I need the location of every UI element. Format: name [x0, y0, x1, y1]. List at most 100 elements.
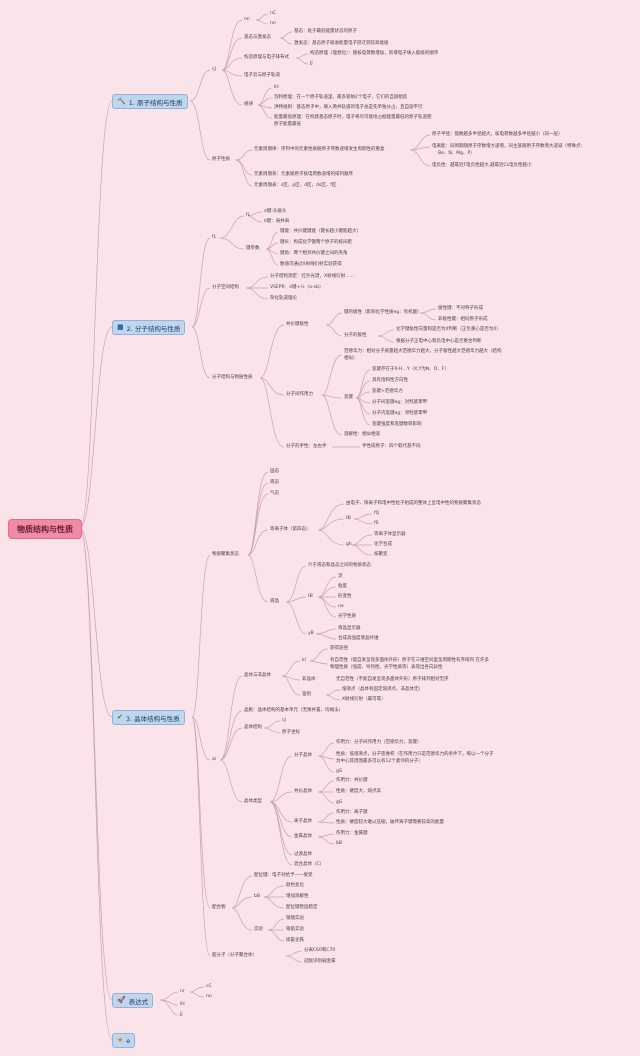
node[interactable]: 由电子、阳离子和电中性粒子组成的整体上呈电中性的物质聚集状态 — [346, 501, 481, 506]
node[interactable]: 原子坐标 — [282, 730, 300, 735]
node[interactable]: 混合晶体（C） — [294, 862, 325, 867]
node[interactable]: 构造原理（理想化）：随核电荷数增加，新增电子填入能级的顺序 — [310, 51, 439, 56]
node[interactable]: 作用力：金属键 — [336, 831, 368, 836]
node[interactable]: nn — [244, 17, 250, 22]
node[interactable]: 形变性 — [338, 594, 352, 599]
node[interactable]: 银氨实验 — [286, 927, 304, 932]
node[interactable]: 分子空间结构 — [212, 285, 239, 290]
node[interactable]: 手性碳原子：四个取代基不同 — [362, 444, 421, 449]
node[interactable]: 熔沸点（晶体有固定熔沸点，非晶体无） — [342, 687, 423, 692]
node[interactable]: nr — [180, 989, 185, 994]
node[interactable]: Jj — [180, 1012, 183, 1017]
node[interactable]: 银镜实验 — [286, 916, 304, 921]
node[interactable]: 流 — [338, 574, 343, 579]
node[interactable]: 电负性：越靠近F电负性越大,越靠近Cs电负性越小 — [432, 163, 532, 168]
branch-expression[interactable]: 🚀 表达式 — [112, 993, 154, 1008]
branch-e[interactable]: ★ e — [112, 1033, 136, 1048]
node[interactable]: tB — [346, 516, 351, 521]
node[interactable]: 元素周期表：s区，p区，d区，ds区，f区 — [254, 183, 337, 188]
node[interactable]: 鉴别 — [302, 692, 311, 697]
node[interactable]: 元素周期律：序列中的元素性质随原子序数递增发生周期性的重复 — [254, 147, 385, 152]
node[interactable]: 洪特规则：基态原子中，填入简并轨道的电子总是先单独分占，且自旋平行 — [274, 105, 423, 110]
node[interactable]: 氢键强度和氢键数目影响 — [372, 422, 422, 427]
node[interactable]: 化学键极性向量和是否为0判断（正负重心是否为0） — [396, 327, 501, 332]
node[interactable]: 键角：两个相邻共价键之间的夹角 — [280, 251, 348, 256]
node[interactable]: gG — [336, 800, 343, 805]
node[interactable]: 键长：构成化学键两个原子的核间距 — [280, 240, 352, 245]
node[interactable]: 氢键存在于X-H…Y（X,Y为N、O、F） — [372, 367, 449, 372]
node[interactable]: 极性键：不对称子形成 — [438, 306, 483, 311]
node[interactable]: cC — [206, 984, 212, 989]
node[interactable]: 金属晶体 — [294, 834, 312, 839]
node[interactable]: 物理性质（强度、导热性、光学性质等）表现出各向异性 — [330, 665, 443, 670]
node[interactable]: 获得途径 — [330, 646, 348, 651]
branch-molecular-structure[interactable]: ■ 2. 分子结构与性质 — [112, 320, 186, 335]
node[interactable]: 基态与激发态 — [244, 35, 271, 40]
root-topic[interactable]: 物质结构与性质 — [8, 519, 82, 539]
node[interactable]: 配位键：电子对给予——接受 — [254, 873, 313, 878]
node[interactable]: 气态 — [270, 491, 279, 496]
node[interactable]: 共价晶体 — [294, 789, 312, 794]
node[interactable]: 氢键 — [344, 395, 353, 400]
node[interactable]: 超分子（分子聚合体） — [212, 953, 257, 958]
node[interactable]: X射线衍射（最可靠） — [342, 697, 386, 702]
node[interactable]: yB — [308, 631, 314, 636]
node[interactable]: 晶体类型 — [244, 799, 262, 804]
branch-atomic-structure[interactable]: 🔨 1. 原子结构与性质 — [112, 94, 188, 109]
node[interactable]: 相似） — [344, 356, 358, 361]
node[interactable]: 分子结构与物质性质 — [212, 375, 253, 380]
node[interactable]: 范德华力：相对分子质量越大范德华力越大，分子极性越大范德华力越大（结构 — [344, 349, 502, 354]
node[interactable]: 合成高强度液晶纤维 — [338, 636, 379, 641]
node[interactable]: kl — [302, 658, 306, 663]
node[interactable]: 根据分子正电中心和负电中心是否重合判断 — [396, 339, 482, 344]
node[interactable]: π键：肩并肩 — [264, 219, 290, 224]
node[interactable]: 性质：低熔沸点，分子密堆积（在作用力只是范德华力的条件下，每以一个分子 — [336, 752, 494, 757]
node[interactable]: 溶解性：相似相溶 — [344, 432, 380, 437]
node[interactable]: 分子结构测定：红外光谱，X射线衍射…… — [270, 274, 355, 279]
node[interactable]: 键参数 — [246, 246, 260, 251]
node[interactable]: 性质：硬度较大难以压缩，破坏离子键需要较高的能量 — [336, 820, 444, 825]
node[interactable]: 过渡晶体 — [294, 852, 312, 857]
node[interactable]: 为中心其周围最多可以有12个紧邻的分子） — [336, 759, 423, 764]
node[interactable]: 作用力：共价键 — [336, 778, 368, 783]
node[interactable]: 非极性键：相同原子形成 — [438, 317, 488, 322]
node[interactable]: 晶胞：晶体结构的基本单元（无隙并置，均摊法） — [244, 708, 343, 713]
node[interactable]: 分子晶体 — [294, 753, 312, 758]
node[interactable]: 键的极性（影响化学性质eg：有机酸） — [344, 310, 422, 315]
node[interactable]: 实验 — [254, 927, 263, 932]
node[interactable]: fL — [212, 235, 217, 240]
node[interactable]: nn — [270, 21, 276, 26]
node[interactable]: 数值可通过X射线衍射实验获得 — [280, 262, 342, 267]
node[interactable]: 原子能量最低 — [274, 122, 301, 127]
node[interactable]: 元素周期系：元素随原子核电荷数递增的排列顺序 — [254, 172, 353, 177]
node[interactable]: 液晶显示器 — [338, 626, 361, 631]
node[interactable]: 化学合成 — [374, 542, 392, 547]
node[interactable]: 作用力：离子键 — [336, 810, 368, 815]
node[interactable]: 核聚变 — [374, 552, 388, 557]
node[interactable]: 作用力：分子间作用力（范德华力，氢键） — [336, 740, 422, 745]
node[interactable]: bB — [254, 894, 260, 899]
node[interactable]: cJ — [212, 67, 216, 72]
node[interactable]: 冠醚识别碱金属 — [304, 959, 336, 964]
node[interactable]: 硫氰化铁 — [286, 938, 304, 943]
node[interactable]: fS — [374, 521, 379, 526]
node[interactable]: 键能：共价键键能（键长越小键能越大） — [280, 229, 361, 234]
node[interactable]: 物质聚集状态 — [212, 552, 239, 557]
node[interactable]: lH — [180, 1002, 185, 1007]
node[interactable]: gG — [336, 769, 343, 774]
node[interactable]: 粘度 — [338, 584, 347, 589]
node[interactable]: 分子间氢键eg：对羟基苯甲 — [372, 400, 428, 405]
node[interactable]: 分子间作用力 — [286, 392, 313, 397]
node[interactable]: lH — [274, 85, 279, 90]
node[interactable]: 离子晶体 — [294, 819, 312, 824]
node[interactable]: 杂化轨道理论 — [270, 296, 297, 301]
node[interactable]: bB — [336, 841, 342, 846]
node[interactable]: 分子内氢键eg：邻羟基苯甲 — [372, 411, 428, 416]
node[interactable]: 分子的极性 — [344, 333, 367, 338]
node[interactable]: 介于液态和晶态之间的物质状态 — [308, 563, 371, 568]
node[interactable]: gh — [346, 542, 352, 547]
node[interactable]: 配合物 — [212, 905, 226, 910]
node[interactable]: VSEPR：σ键+½（a-xb） — [270, 285, 324, 290]
node[interactable]: 颜色变化 — [286, 883, 304, 888]
node[interactable]: 激发态：基态原子吸收能量电子跃迁到较高能级 — [294, 41, 389, 46]
